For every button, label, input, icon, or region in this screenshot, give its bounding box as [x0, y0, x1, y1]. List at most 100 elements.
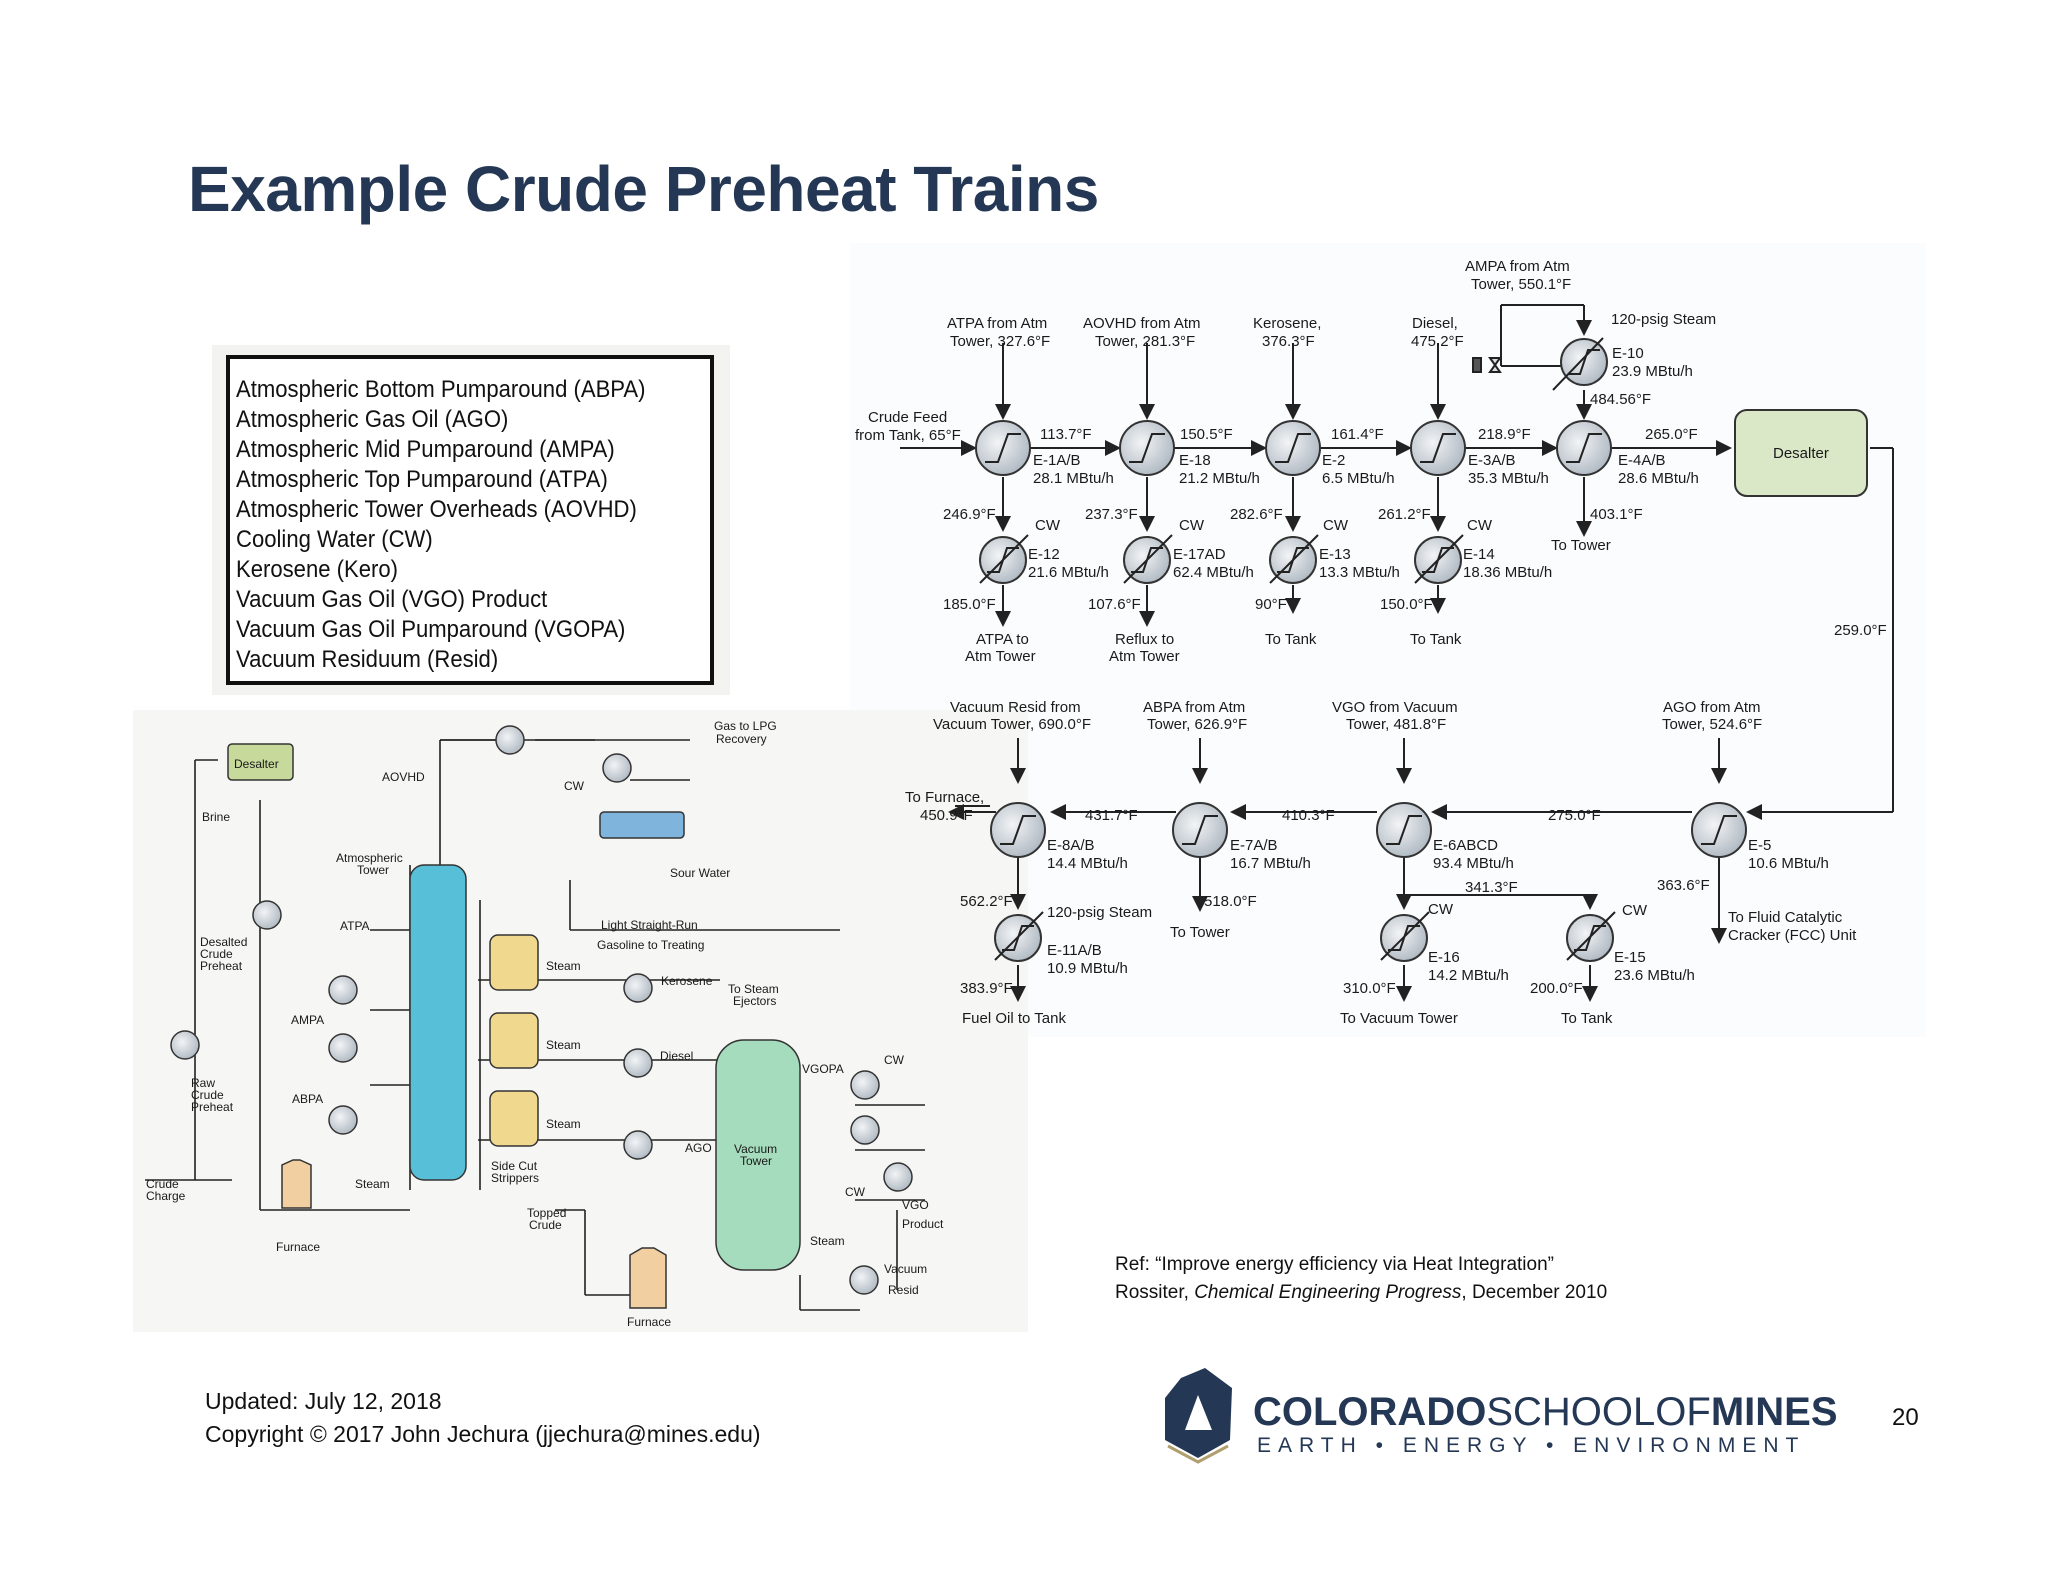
svg-text:Kerosene,: Kerosene,: [1253, 315, 1321, 332]
svg-text:13.3 MBtu/h: 13.3 MBtu/h: [1319, 564, 1400, 581]
svg-text:To Tower: To Tower: [1551, 537, 1611, 554]
desalter-label: Desalter: [1773, 445, 1829, 462]
svg-text:21.6 MBtu/h: 21.6 MBtu/h: [1028, 564, 1109, 581]
svg-text:Crude: Crude: [529, 1218, 562, 1232]
svg-text:E-11A/B: E-11A/B: [1047, 942, 1102, 959]
svg-text:Kerosene: Kerosene: [661, 974, 713, 988]
svg-text:Tower, 327.6°F: Tower, 327.6°F: [950, 333, 1050, 350]
svg-text:Crude Feed: Crude Feed: [868, 409, 947, 426]
svg-text:Vacuum: Vacuum: [884, 1262, 927, 1276]
pfd-vacuum-tower: [715, 1039, 801, 1271]
svg-text:90°F: 90°F: [1255, 596, 1287, 613]
legend-item: Atmospheric Mid Pumparound (AMPA): [236, 436, 615, 463]
pfd-desalter: [227, 743, 294, 781]
svg-text:Product: Product: [902, 1217, 944, 1231]
svg-text:Steam: Steam: [546, 1038, 581, 1052]
svg-text:E-14: E-14: [1463, 546, 1495, 563]
svg-text:Strippers: Strippers: [491, 1171, 539, 1185]
svg-text:Steam: Steam: [810, 1234, 845, 1248]
svg-text:Desalted: Desalted: [200, 935, 247, 949]
svg-text:Gas to LPG: Gas to LPG: [714, 719, 777, 733]
svg-text:AGO: AGO: [685, 1141, 712, 1155]
svg-text:Desalter: Desalter: [234, 757, 279, 771]
svg-text:62.4 MBtu/h: 62.4 MBtu/h: [1173, 564, 1254, 581]
svg-text:28.1 MBtu/h: 28.1 MBtu/h: [1033, 470, 1114, 487]
svg-text:ABPA: ABPA: [292, 1092, 323, 1106]
svg-text:410.3°F: 410.3°F: [1282, 807, 1335, 824]
svg-text:E-8A/B: E-8A/B: [1047, 837, 1095, 854]
svg-text:ATPA to: ATPA to: [976, 631, 1029, 648]
svg-text:CW: CW: [1323, 517, 1349, 534]
svg-text:CW: CW: [1179, 517, 1205, 534]
svg-text:Tower, 550.1°F: Tower, 550.1°F: [1471, 276, 1571, 293]
svg-text:E-15: E-15: [1614, 949, 1646, 966]
svg-text:To Tower: To Tower: [1170, 924, 1230, 941]
svg-text:Vacuum: Vacuum: [734, 1142, 777, 1156]
pfd-atmospheric-tower: [409, 864, 467, 1181]
svg-text:Ejectors: Ejectors: [733, 994, 776, 1008]
svg-text:275.0°F: 275.0°F: [1548, 807, 1601, 824]
process-flow-diagram-panel: [133, 710, 1028, 1332]
svg-text:AGO from Atm: AGO from Atm: [1663, 699, 1761, 716]
svg-text:341.3°F: 341.3°F: [1465, 879, 1518, 896]
mines-logo-tagline: EARTH • ENERGY • ENVIRONMENT: [1257, 1434, 1806, 1457]
slide-title: Example Crude Preheat Trains: [188, 153, 1099, 225]
svg-text:Preheat: Preheat: [191, 1100, 234, 1114]
svg-text:AOVHD: AOVHD: [382, 770, 425, 784]
svg-text:Crude: Crude: [191, 1088, 224, 1102]
pfd-stripper-2: [489, 1012, 539, 1069]
svg-text:E-13: E-13: [1319, 546, 1351, 563]
pfd-stripper-1: [489, 934, 539, 991]
svg-text:CW: CW: [1428, 901, 1454, 918]
legend-item: Kerosene (Kero): [236, 556, 399, 583]
svg-text:To Steam: To Steam: [728, 982, 779, 996]
svg-text:Tower: Tower: [357, 863, 389, 877]
svg-text:AOVHD from Atm: AOVHD from Atm: [1083, 315, 1201, 332]
svg-text:161.4°F: 161.4°F: [1331, 426, 1384, 443]
svg-text:562.2°F: 562.2°F: [960, 893, 1013, 910]
svg-text:Gasoline to Treating: Gasoline to Treating: [597, 938, 704, 952]
svg-text:383.9°F: 383.9°F: [960, 980, 1013, 997]
pfd-overhead-drum: [599, 811, 685, 839]
svg-text:484.56°F: 484.56°F: [1590, 391, 1651, 408]
svg-text:Recovery: Recovery: [716, 732, 767, 746]
svg-text:CW: CW: [1622, 902, 1648, 919]
svg-text:Tower, 281.3°F: Tower, 281.3°F: [1095, 333, 1195, 350]
svg-text:Crude: Crude: [146, 1177, 179, 1191]
svg-text:14.4 MBtu/h: 14.4 MBtu/h: [1047, 855, 1128, 872]
svg-text:21.2 MBtu/h: 21.2 MBtu/h: [1179, 470, 1260, 487]
svg-text:E-7A/B: E-7A/B: [1230, 837, 1278, 854]
svg-text:To Furnace,: To Furnace,: [905, 789, 984, 806]
svg-text:Atmospheric: Atmospheric: [336, 851, 403, 865]
svg-text:16.7 MBtu/h: 16.7 MBtu/h: [1230, 855, 1311, 872]
legend-item: Vacuum Gas Oil (VGO) Product: [236, 586, 548, 613]
svg-text:E-1A/B: E-1A/B: [1033, 452, 1081, 469]
svg-text:237.3°F: 237.3°F: [1085, 506, 1138, 523]
svg-text:Preheat: Preheat: [200, 959, 243, 973]
svg-text:To Vacuum Tower: To Vacuum Tower: [1340, 1010, 1458, 1027]
svg-text:18.36 MBtu/h: 18.36 MBtu/h: [1463, 564, 1552, 581]
svg-text:14.2 MBtu/h: 14.2 MBtu/h: [1428, 967, 1509, 984]
svg-text:Tower: Tower: [740, 1154, 772, 1168]
svg-text:CW: CW: [1467, 517, 1493, 534]
legend-item: Atmospheric Tower Overheads (AOVHD): [236, 496, 637, 523]
svg-text:259.0°F: 259.0°F: [1834, 622, 1887, 639]
svg-text:93.4 MBtu/h: 93.4 MBtu/h: [1433, 855, 1514, 872]
svg-text:363.6°F: 363.6°F: [1657, 877, 1710, 894]
svg-text:Charge: Charge: [146, 1189, 186, 1203]
svg-text:107.6°F: 107.6°F: [1088, 596, 1141, 613]
reference-line-2: Rossiter, Chemical Engineering Progress,…: [1115, 1282, 1608, 1303]
legend-item: Atmospheric Gas Oil (AGO): [236, 406, 509, 433]
svg-text:E-3A/B: E-3A/B: [1468, 452, 1516, 469]
svg-text:ATPA: ATPA: [340, 919, 370, 933]
svg-text:Atm Tower: Atm Tower: [1109, 648, 1180, 665]
svg-text:450.9°F: 450.9°F: [920, 807, 973, 824]
svg-text:Light Straight-Run: Light Straight-Run: [601, 918, 698, 932]
svg-text:Furnace: Furnace: [276, 1240, 320, 1254]
svg-text:E-12: E-12: [1028, 546, 1060, 563]
svg-text:ATPA from Atm: ATPA from Atm: [947, 315, 1047, 332]
svg-text:ABPA from Atm: ABPA from Atm: [1143, 699, 1245, 716]
svg-text:150.0°F: 150.0°F: [1380, 596, 1433, 613]
svg-text:200.0°F: 200.0°F: [1530, 980, 1583, 997]
preheat-train-diagram-panel: [850, 243, 1926, 1037]
